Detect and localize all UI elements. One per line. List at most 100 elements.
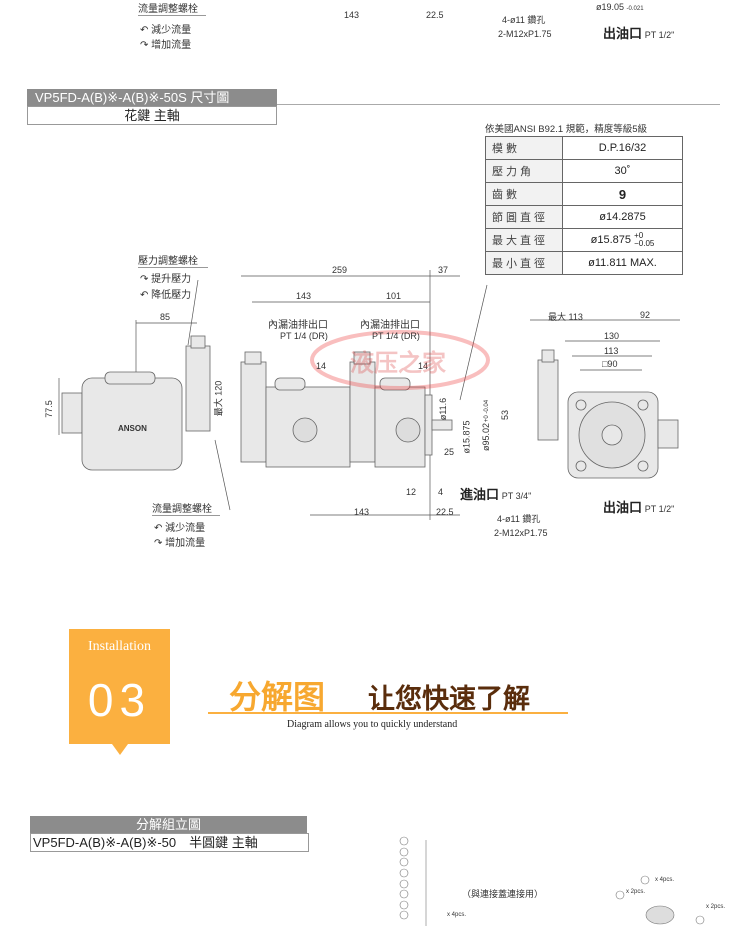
thread-label: 2-M12xP1.75 xyxy=(494,528,548,538)
pump-front-view xyxy=(240,351,453,468)
shaft-dia-text: ø19.05 xyxy=(596,2,625,12)
dim-143-bottom: 143 xyxy=(354,507,370,517)
ccw-arrow-icon: ↶ xyxy=(140,290,149,301)
outlet-size: PT 1/2" xyxy=(644,504,675,514)
dim-37: 37 xyxy=(438,265,449,275)
dim-92: 92 xyxy=(640,310,651,320)
dim-max-113: 最大 113 xyxy=(548,312,583,322)
dim-12: 12 xyxy=(406,487,417,497)
qty-label: x 4pcs. xyxy=(447,912,467,918)
spec-value: ø14.2875 xyxy=(562,205,683,229)
outlet-text: 出油口 xyxy=(603,26,643,41)
tol-lower: −0.05 xyxy=(634,239,655,248)
outlet-label: 出油口 PT 1/2" xyxy=(603,497,674,516)
drain-port-2-size: PT 1/4 (DR) xyxy=(372,331,420,341)
increase-flow: ↷ 增加流量 xyxy=(154,534,205,549)
watermark xyxy=(310,330,490,390)
qty-label: x 4pcs. xyxy=(655,877,675,883)
drain-port-2-label: 內漏油排出口 xyxy=(360,320,420,331)
dim-101: 101 xyxy=(386,291,402,301)
outlet-text: 出油口 xyxy=(603,500,643,515)
spec-value: 30˚ xyxy=(562,159,683,183)
section-subtitle: 花鍵 主軸 xyxy=(27,106,277,125)
spec-value-main: ø15.875 xyxy=(590,233,632,246)
section2-subtitle: VP5FD-A(B)※-A(B)※-50 半圓鍵 主軸 xyxy=(30,833,309,852)
spec-label: 最小直徑 xyxy=(485,251,563,275)
badge-pointer xyxy=(112,744,128,755)
tol-upper: +0 xyxy=(634,231,644,240)
dim-22-5: 22.5 xyxy=(426,10,444,20)
section2-title: 分解組立圖 xyxy=(30,816,307,833)
ccw-arrow-icon: ↶ xyxy=(154,523,163,534)
section-title: VP5FD-A(B)※-A(B)※-50S 尺寸圖 xyxy=(27,89,277,106)
holes-label: 4-ø11 鑽孔 xyxy=(502,15,546,25)
dim-259: 259 xyxy=(332,265,348,275)
dim-143-top: 143 xyxy=(296,291,312,301)
drain-port-1-label: 內漏油排出口 xyxy=(268,320,328,331)
increase-flow-text: 增加流量 xyxy=(151,40,192,51)
section-divider xyxy=(277,104,720,105)
shaft-diameter: ø19.05 -0.021 xyxy=(596,2,644,12)
flow-bolt-label: 流量調整螺栓 xyxy=(152,500,220,516)
dim-113: 113 xyxy=(604,346,619,356)
raise-pressure-text: 提升壓力 xyxy=(151,274,192,285)
inlet-text: 進油口 xyxy=(460,487,500,502)
decrease-flow: ↶ 減少流量 xyxy=(154,519,205,534)
drain-port-1-size: PT 1/4 (DR) xyxy=(280,331,328,341)
watermark-logo: 液压之家 xyxy=(350,350,446,377)
installation-label: Installation xyxy=(88,639,151,654)
section-number: 03 xyxy=(87,674,152,726)
ccw-arrow-icon: ↶ xyxy=(140,25,149,36)
spec-label: 模數 xyxy=(485,136,563,160)
spec-value: ø11.811 MAX. xyxy=(562,251,683,275)
spec-caption: 依美國ANSI B92.1 規範，精度等級5級 xyxy=(485,124,648,135)
spec-value: ø15.875 +0−0.05 xyxy=(562,228,683,252)
cw-arrow-icon: ↷ xyxy=(140,274,149,285)
inlet-label: 進油口 PT 3/4" xyxy=(460,484,531,503)
connector-note: （與連接蓋連接用） xyxy=(462,889,544,899)
lower-pressure: ↶ 降低壓力 xyxy=(140,286,191,301)
shaft-tol-text: -0.021 xyxy=(626,6,644,12)
exploded-title: 分解图 xyxy=(229,679,326,715)
installation-badge: Installation 03 xyxy=(69,629,170,744)
cw-arrow-icon: ↷ xyxy=(154,538,163,549)
decrease-flow-text: 減少流量 xyxy=(165,523,206,534)
spec-label: 齒數 xyxy=(485,182,563,206)
dim-square-90: □90 xyxy=(602,359,618,369)
dim-85: 85 xyxy=(160,312,171,322)
dim-14-a: 14 xyxy=(316,361,327,371)
raise-pressure: ↷ 提升壓力 xyxy=(140,270,191,285)
cw-arrow-icon: ↷ xyxy=(140,40,149,51)
exploded-subtitle-en: Diagram allows you to quickly understand xyxy=(287,719,458,730)
increase-flow-text: 增加流量 xyxy=(165,538,206,549)
lower-pressure-text: 降低壓力 xyxy=(151,290,192,301)
holes-label: 4-ø11 鑽孔 xyxy=(497,514,541,524)
pump-side-view xyxy=(61,335,211,471)
outlet-label: 出油口 PT 1/2" xyxy=(603,23,674,42)
dim-143: 143 xyxy=(344,10,360,20)
pressure-bolt-label: 壓力調整螺栓 xyxy=(138,252,208,268)
decrease-flow-text: 減少流量 xyxy=(151,25,192,36)
increase-flow-label: ↷ 增加流量 xyxy=(140,36,191,51)
qty-label: x 2pcs. xyxy=(706,904,726,910)
title-underline xyxy=(208,712,568,714)
brand-logo: ANSON xyxy=(118,424,147,433)
flow-bolt-label: 流量調整螺栓 xyxy=(138,0,206,16)
inlet-size: PT 3/4" xyxy=(501,491,532,501)
pump-end-view xyxy=(537,349,679,479)
dim-4: 4 xyxy=(438,487,444,497)
spec-label: 節圓直徑 xyxy=(485,205,563,229)
dim-130: 130 xyxy=(604,331,620,341)
decrease-flow-label: ↶ 減少流量 xyxy=(140,21,191,36)
dim-14-b: 14 xyxy=(418,361,429,371)
outlet-size: PT 1/2" xyxy=(644,30,675,40)
